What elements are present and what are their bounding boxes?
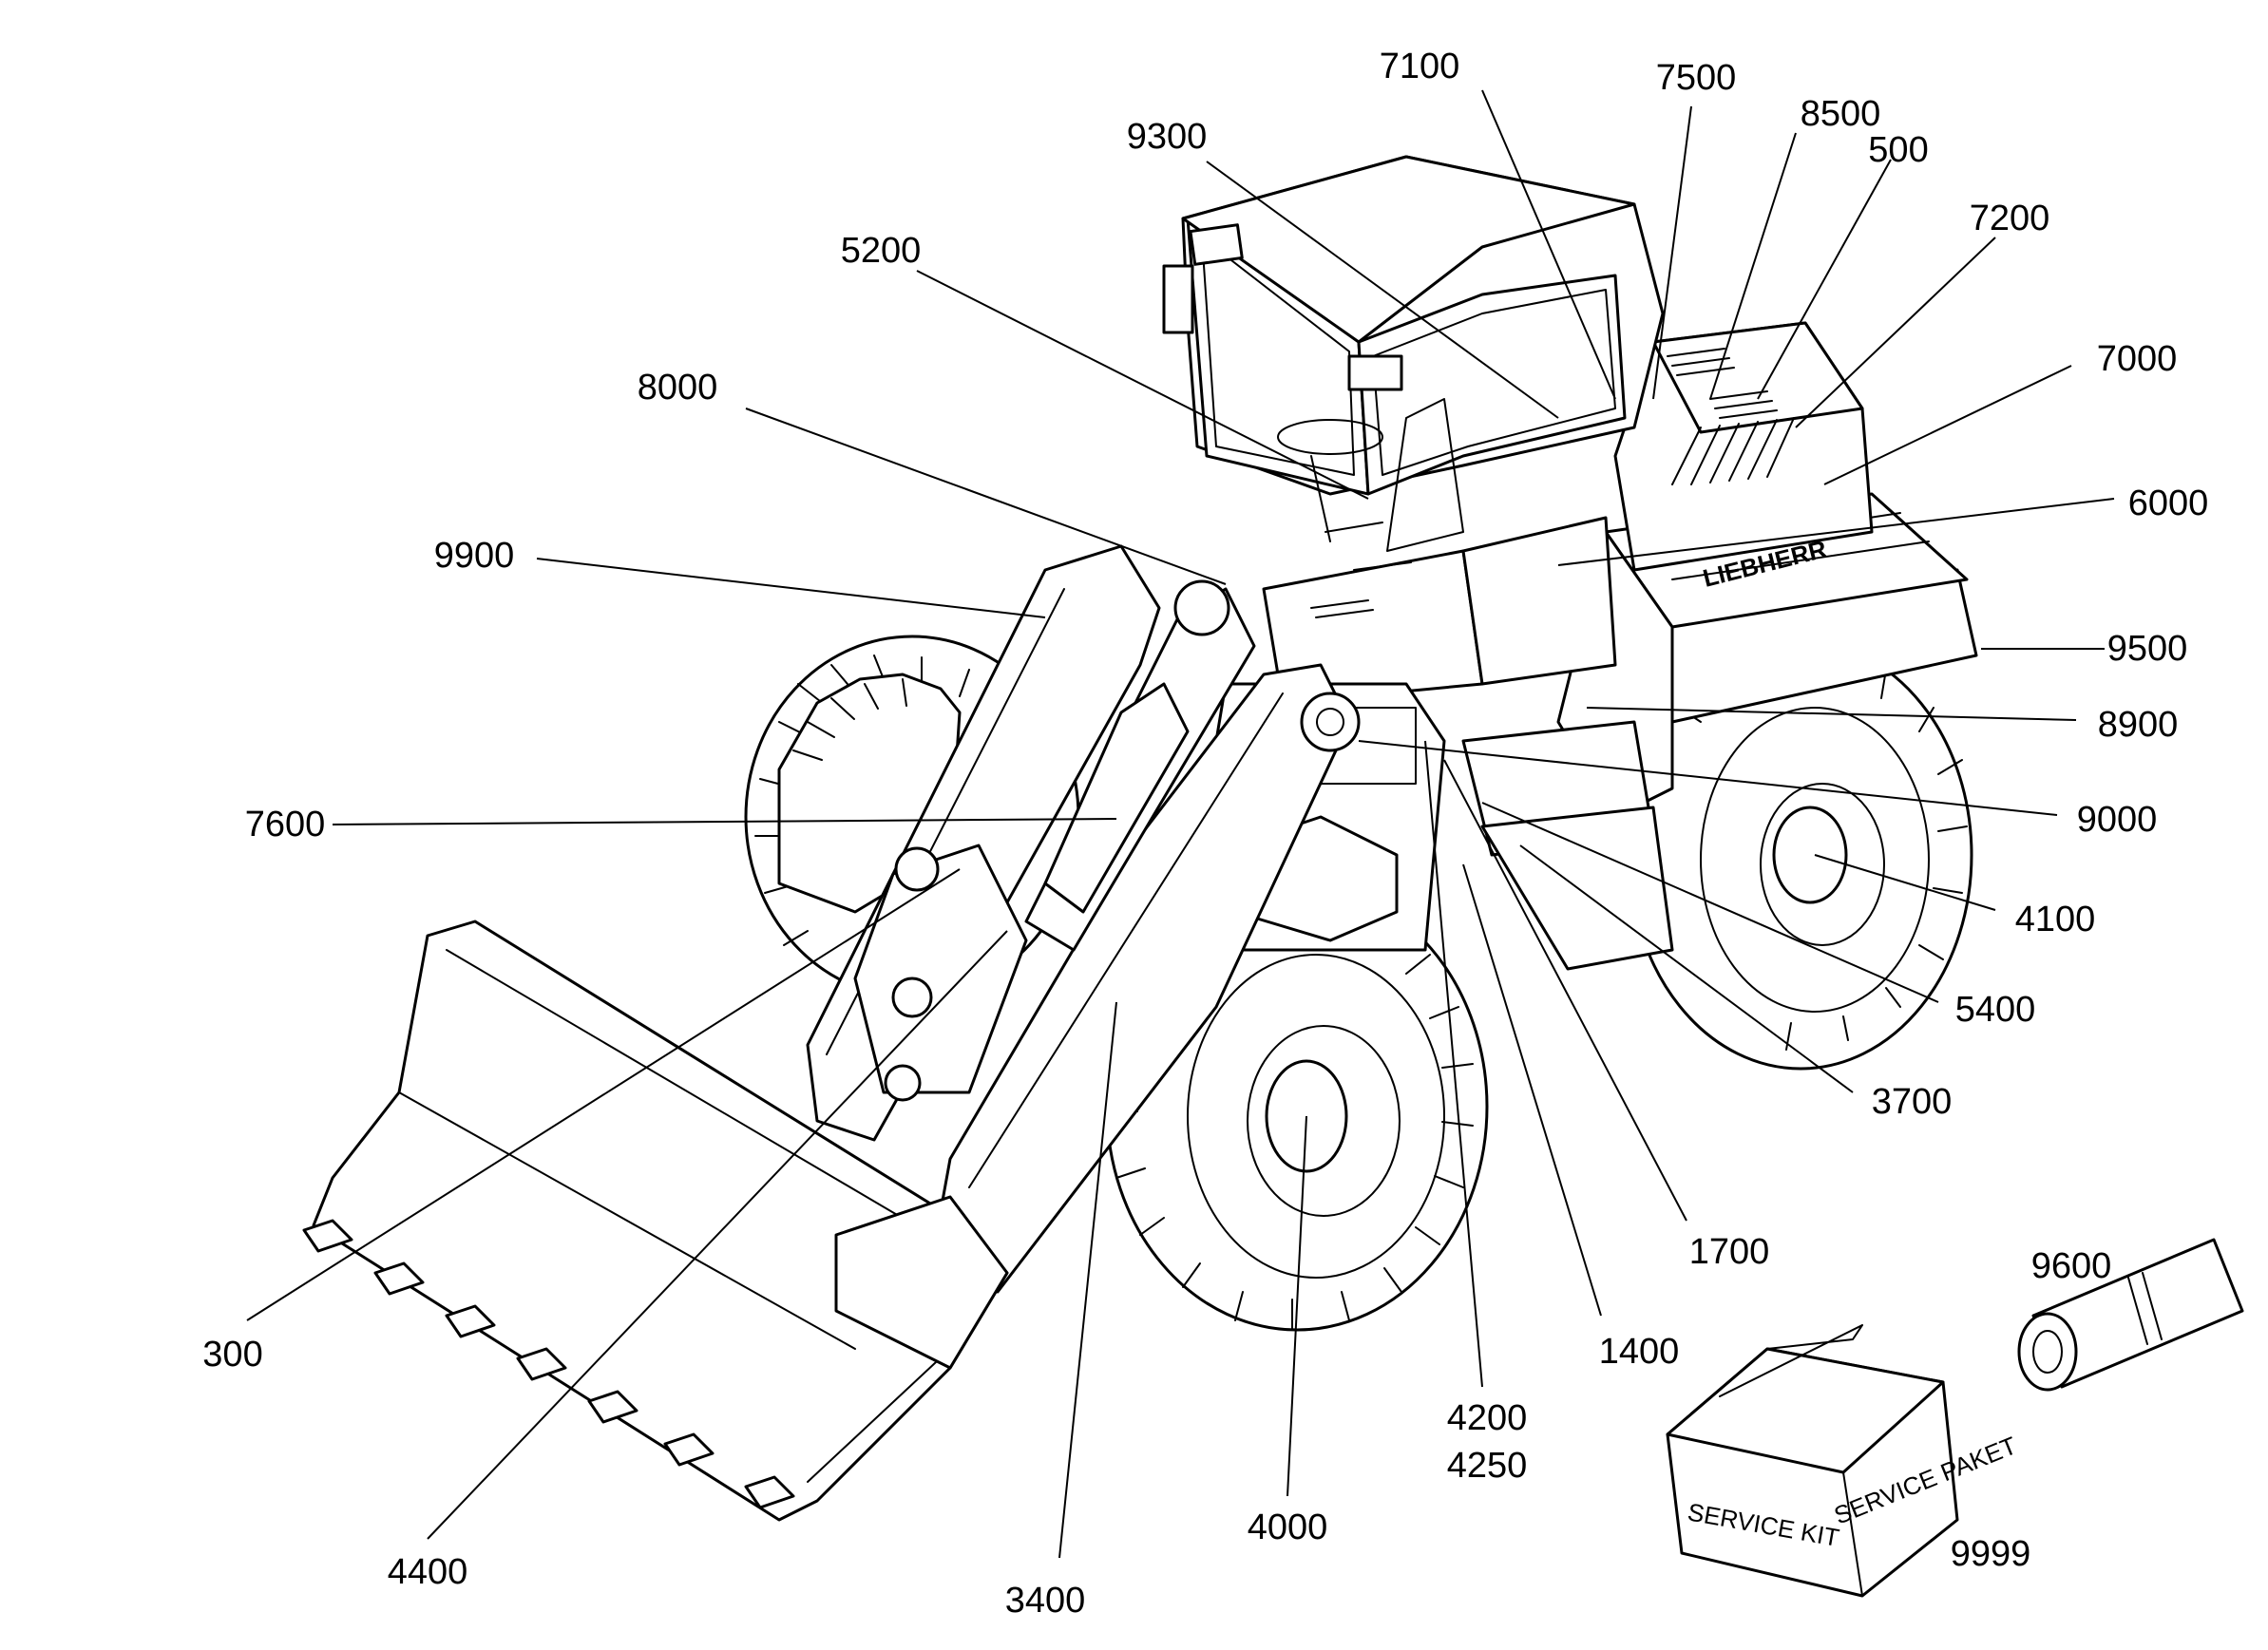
leader-4400 — [427, 930, 1008, 1540]
leader-9900 — [536, 558, 1046, 618]
engine-hood: LIEBHERR — [1613, 321, 1874, 593]
leader-4000 — [1286, 1115, 1307, 1497]
callout-9900: 9900 — [434, 536, 515, 576]
leader-8000 — [745, 408, 1227, 585]
rear-right-wheel — [1628, 639, 1973, 1071]
callout-1700: 1700 — [1689, 1232, 1770, 1272]
leader-6000 — [1557, 498, 2115, 566]
callout-8000: 8000 — [638, 368, 718, 408]
callout-4100: 4100 — [2015, 900, 2096, 939]
callout-7500: 7500 — [1656, 58, 1737, 98]
callout-7100: 7100 — [1380, 47, 1460, 86]
callout-labels: 7100 7500 8500 500 9300 7200 5200 7000 8… — [202, 47, 2208, 1621]
callout-9000: 9000 — [2077, 800, 2158, 840]
leader-4100 — [1814, 854, 1996, 911]
callout-9600: 9600 — [2031, 1246, 2112, 1286]
leader-5200 — [916, 270, 1369, 500]
leader-1400 — [1462, 863, 1602, 1317]
callout-5200: 5200 — [841, 231, 922, 271]
callout-7200: 7200 — [1970, 199, 2050, 238]
callout-4000: 4000 — [1248, 1508, 1328, 1547]
callout-9500: 9500 — [2107, 629, 2188, 669]
leader-7100 — [1481, 89, 1616, 400]
callout-9300: 9300 — [1127, 117, 1208, 157]
leader-7200 — [1795, 237, 1996, 428]
callout-7600: 7600 — [245, 805, 326, 844]
lift-cylinders — [1024, 579, 1361, 952]
leader-500 — [1757, 159, 1892, 400]
callout-3700: 3700 — [1872, 1082, 1953, 1122]
callout-7000: 7000 — [2097, 339, 2178, 379]
callout-4400: 4400 — [388, 1552, 468, 1592]
leader-7000 — [1823, 365, 2072, 485]
bucket — [302, 920, 1009, 1522]
callout-9999: 9999 — [1951, 1534, 2031, 1574]
callout-4250: 4250 — [1447, 1446, 1528, 1486]
leader-lines — [246, 89, 2115, 1559]
leader-7500 — [1652, 105, 1692, 400]
operator-cab — [1162, 155, 1665, 705]
callout-500: 500 — [1868, 130, 1928, 170]
leader-4200 — [1424, 740, 1483, 1388]
leader-9300 — [1206, 161, 1559, 419]
callout-3400: 3400 — [1005, 1581, 1086, 1621]
callout-300: 300 — [202, 1335, 262, 1375]
wheel-loader-drawing: LIEBHERR — [302, 155, 2244, 1598]
rear-chassis — [1461, 492, 1978, 971]
callout-6000: 6000 — [2128, 484, 2209, 523]
leader-7600 — [332, 818, 1117, 825]
service-kit-box: SERVICE KIT SERVICE PAKET — [1666, 1324, 2021, 1598]
callout-5400: 5400 — [1955, 990, 2036, 1030]
leader-300 — [246, 868, 961, 1321]
leader-9000 — [1358, 740, 2058, 816]
leader-3700 — [1519, 844, 1854, 1093]
leader-8900 — [1586, 707, 2077, 721]
callout-8900: 8900 — [2098, 705, 2179, 745]
leader-1700 — [1443, 759, 1687, 1222]
leader-3400 — [1058, 1001, 1117, 1559]
leader-5400 — [1481, 802, 1939, 1003]
callout-1400: 1400 — [1599, 1332, 1680, 1372]
callout-8500: 8500 — [1801, 94, 1881, 134]
leader-8500 — [1709, 132, 1797, 400]
callout-4200: 4200 — [1447, 1398, 1528, 1438]
rolled-mat — [2017, 1238, 2244, 1392]
